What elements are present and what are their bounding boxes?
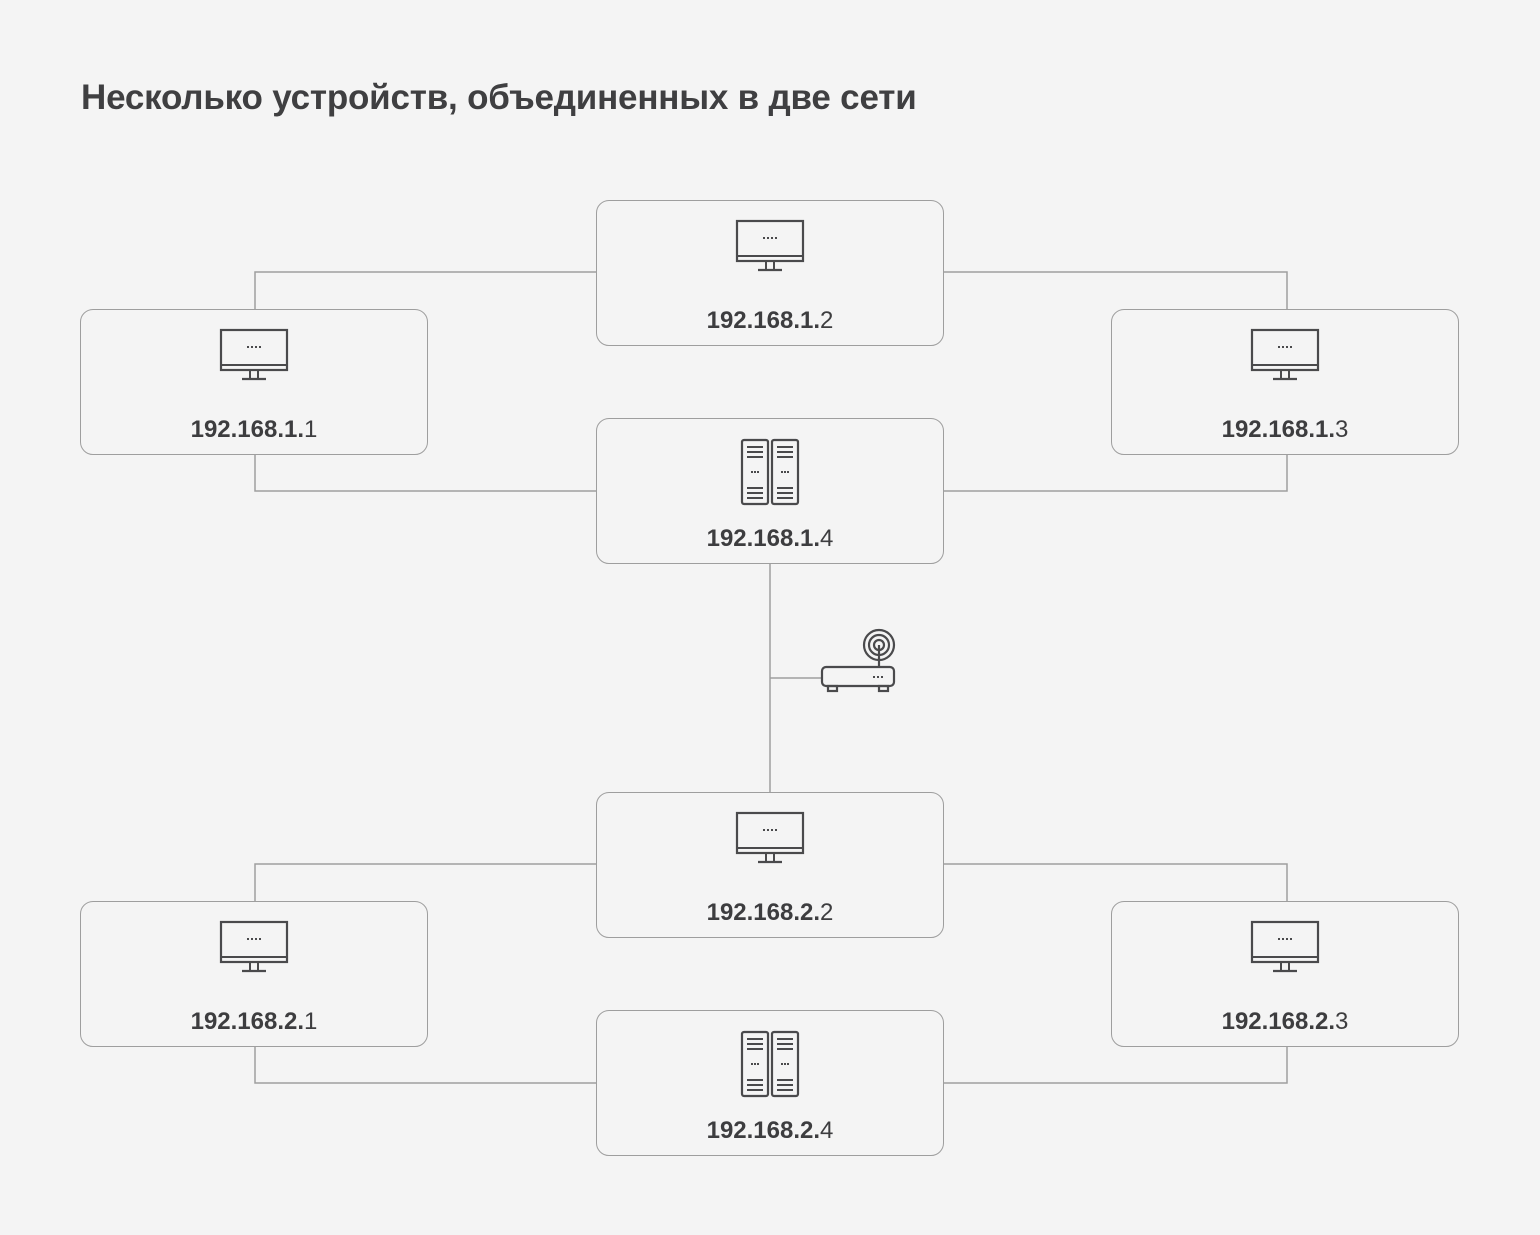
device-node-1-4[interactable]: 192.168.1.4 [596,418,944,564]
ip-address: 192.168.1.1 [190,416,318,443]
server-icon [740,438,800,506]
device-node-2-3[interactable]: 192.168.2.3 [1111,901,1459,1047]
monitor-icon [219,920,289,973]
link-n1-2-to-n1-3 [943,271,1288,310]
monitor-icon [1250,328,1320,381]
link-n1-1-to-n1-2 [254,271,597,310]
ip-address: 192.168.2.1 [190,1008,318,1035]
ip-address: 192.168.2.2 [706,899,834,926]
link-n1-1-to-n1-4 [254,454,597,492]
ip-address: 192.168.1.4 [706,525,834,552]
device-node-1-1[interactable]: 192.168.1.1 [80,309,428,455]
monitor-icon [735,811,805,864]
ip-address: 192.168.2.3 [1221,1008,1349,1035]
ip-address: 192.168.1.3 [1221,416,1349,443]
diagram-title: Несколько устройств, объединенных в две … [81,78,917,117]
device-node-2-4[interactable]: 192.168.2.4 [596,1010,944,1156]
link-n2-1-to-n2-2 [254,863,597,902]
device-node-1-2[interactable]: 192.168.1.2 [596,200,944,346]
server-icon [740,1030,800,1098]
router-icon [820,628,896,693]
monitor-icon [735,219,805,272]
link-n2-3-to-n2-4 [943,1046,1288,1084]
link-n2-2-to-n2-3 [943,863,1288,902]
device-node-1-3[interactable]: 192.168.1.3 [1111,309,1459,455]
link-n2-1-to-n2-4 [254,1046,597,1084]
ip-address: 192.168.1.2 [706,307,834,334]
device-node-2-2[interactable]: 192.168.2.2 [596,792,944,938]
link-n1-3-to-n1-4 [943,454,1288,492]
monitor-icon [1250,920,1320,973]
device-node-2-1[interactable]: 192.168.2.1 [80,901,428,1047]
ip-address: 192.168.2.4 [706,1117,834,1144]
monitor-icon [219,328,289,381]
